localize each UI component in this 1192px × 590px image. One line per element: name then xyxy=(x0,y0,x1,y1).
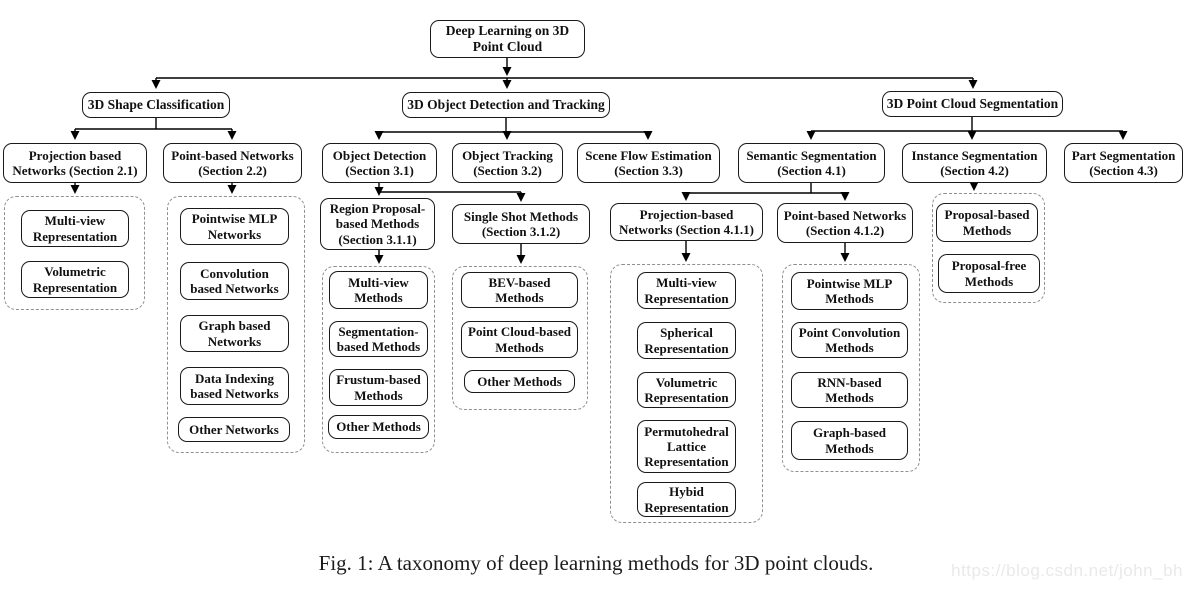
node-point-based-networks-4-1-2: Point-based Networks (Section 4.1.2) xyxy=(777,203,913,243)
node-pointwise-mlp-methods: Pointwise MLP Methods xyxy=(791,272,908,310)
node-instance-segmentation-4-2: Instance Segmentation (Section 4.2) xyxy=(902,143,1047,183)
node-volumetric-representation-2-1: Volumetric Representation xyxy=(21,261,129,298)
node-graph-based-methods: Graph-based Methods xyxy=(791,421,908,460)
node-3d-object-detection-and-tracking: 3D Object Detection and Tracking xyxy=(402,92,610,118)
cluster-point-based-networks-4-1-2 xyxy=(782,264,920,472)
node-projection-based-networks-2-1: Projection based Networks (Section 2.1) xyxy=(3,143,147,183)
node-single-shot-methods-3-1-2: Single Shot Methods (Section 3.1.2) xyxy=(452,204,590,244)
cluster-region-proposal-based-methods xyxy=(322,266,435,453)
node-object-tracking-3-2: Object Tracking (Section 3.2) xyxy=(452,143,563,183)
cluster-single-shot-methods xyxy=(452,266,588,410)
node-other-networks: Other Networks xyxy=(178,417,290,442)
node-bev-based-methods: BEV-based Methods xyxy=(461,272,578,308)
node-segmentation-based-methods: Segmentation-based Methods xyxy=(329,321,428,357)
node-permutohedral-lattice-representation: Permutohedral Lattice Representation xyxy=(637,420,736,473)
node-projection-based-networks-4-1-1: Projection-based Networks (Section 4.1.1… xyxy=(610,203,763,241)
node-hybid-representation: Hybid Representation xyxy=(637,482,736,517)
node-point-convolution-methods: Point Convolution Methods xyxy=(791,322,908,358)
node-rnn-based-methods: RNN-based Methods xyxy=(791,372,908,408)
node-volumetric-representation-4-1-1: Volumetric Representation xyxy=(637,372,736,408)
node-other-methods-single-shot: Other Methods xyxy=(464,370,575,393)
node-semantic-segmentation-4-1: Semantic Segmentation (Section 4.1) xyxy=(738,143,885,183)
node-data-indexing-based-networks: Data Indexing based Networks xyxy=(180,367,289,405)
node-point-cloud-based-methods: Point Cloud-based Methods xyxy=(461,321,578,358)
node-other-methods-region-proposal: Other Methods xyxy=(328,415,429,439)
node-part-segmentation-4-3: Part Segmentation (Section 4.3) xyxy=(1064,143,1183,183)
node-scene-flow-estimation-3-3: Scene Flow Estimation (Section 3.3) xyxy=(577,143,720,183)
node-multi-view-representation-2-1: Multi-view Representation xyxy=(21,210,129,247)
cluster-instance-segmentation xyxy=(932,193,1045,303)
node-3d-point-cloud-segmentation: 3D Point Cloud Segmentation xyxy=(882,91,1063,117)
node-proposal-based-methods: Proposal-based Methods xyxy=(936,203,1038,242)
node-frustum-based-methods: Frustum-based Methods xyxy=(329,369,428,406)
watermark-url: https://blog.csdn.net/john_bh xyxy=(951,561,1183,580)
node-multi-view-representation-4-1-1: Multi-view Representation xyxy=(637,272,736,309)
cluster-projection-based-networks-4-1-1 xyxy=(610,264,763,523)
node-graph-based-networks: Graph based Networks xyxy=(180,315,289,352)
node-region-proposal-based-methods-3-1-1: Region Proposal-based Methods (Section 3… xyxy=(320,198,435,250)
node-object-detection-3-1: Object Detection (Section 3.1) xyxy=(322,143,437,183)
node-point-based-networks-2-2: Point-based Networks (Section 2.2) xyxy=(163,143,302,183)
node-spherical-representation: Spherical Representation xyxy=(637,322,736,359)
cluster-projection-based-networks-2-1 xyxy=(4,196,145,310)
node-convolution-based-networks: Convolution based Networks xyxy=(180,262,289,300)
node-multi-view-methods: Multi-view Methods xyxy=(329,271,428,309)
node-deep-learning-on-3d-point-cloud: Deep Learning on 3D Point Cloud xyxy=(430,20,585,58)
figure-caption: Fig. 1: A taxonomy of deep learning meth… xyxy=(318,551,874,575)
node-3d-shape-classification: 3D Shape Classification xyxy=(82,92,230,118)
cluster-point-based-networks-2-2 xyxy=(167,196,305,453)
node-proposal-free-methods: Proposal-free Methods xyxy=(938,254,1040,293)
node-pointwise-mlp-networks: Pointwise MLP Networks xyxy=(180,208,289,245)
